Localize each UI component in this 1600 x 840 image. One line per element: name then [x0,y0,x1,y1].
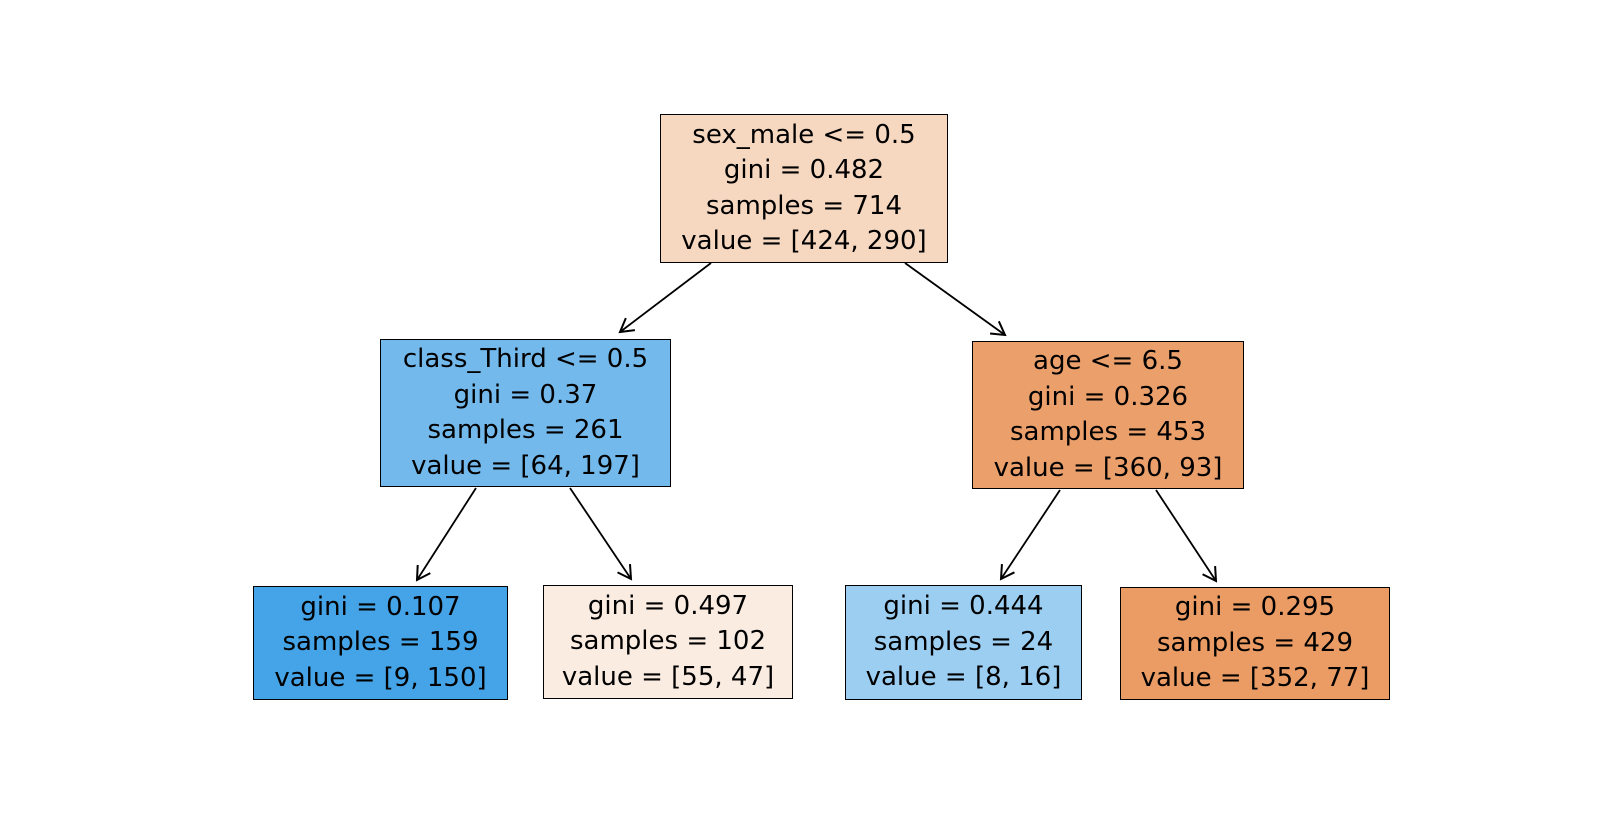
node-split-condition: class_Third <= 0.5 [402,344,649,374]
node-gini: gini = 0.37 [453,379,598,410]
node-samples: samples = 714 [705,190,902,221]
node-gini: gini = 0.326 [1027,381,1189,412]
node-value: value = [424, 290] [681,226,927,256]
node-samples: samples = 453 [1009,417,1206,447]
tree-node-left: class_Third <= 0.5 gini = 0.37 samples =… [380,339,671,487]
edge-root-to-right [904,262,1007,337]
tree-node-root: sex_male <= 0.5 gini = 0.482 samples = 7… [660,114,948,263]
node-value: value = [8, 16] [865,662,1062,693]
node-value: value = [55, 47] [561,661,775,692]
node-samples: samples = 429 [1156,627,1353,658]
node-split-condition: sex_male <= 0.5 [692,119,916,150]
node-gini: gini = 0.107 [300,591,461,622]
edge-left-to-lr [569,487,633,581]
node-samples: samples = 24 [873,626,1054,657]
tree-leaf-left-left: gini = 0.107 samples = 159 value = [9, 1… [253,586,508,700]
tree-leaf-right-left: gini = 0.444 samples = 24 value = [8, 16… [845,585,1082,700]
node-gini: gini = 0.295 [1174,592,1336,623]
node-samples: samples = 261 [427,415,624,445]
edge-root-to-left [618,262,712,334]
edge-right-to-rr [1155,489,1218,583]
node-gini: gini = 0.482 [723,155,885,185]
node-value: value = [360, 93] [993,452,1223,483]
edge-right-to-rl [999,489,1061,581]
node-gini: gini = 0.444 [883,591,1044,622]
node-value: value = [9, 150] [274,662,487,693]
node-value: value = [64, 197] [411,450,640,481]
tree-leaf-left-right: gini = 0.497 samples = 102 value = [55, … [543,585,793,699]
node-value: value = [352, 77] [1140,663,1370,694]
node-samples: samples = 159 [282,627,479,658]
tree-leaf-right-right: gini = 0.295 samples = 429 value = [352,… [1120,587,1390,700]
edge-left-to-ll [415,487,477,582]
node-split-condition: age <= 6.5 [1033,346,1183,376]
node-samples: samples = 102 [569,626,766,657]
node-gini: gini = 0.497 [587,590,749,621]
tree-node-right: age <= 6.5 gini = 0.326 samples = 453 va… [972,341,1244,489]
